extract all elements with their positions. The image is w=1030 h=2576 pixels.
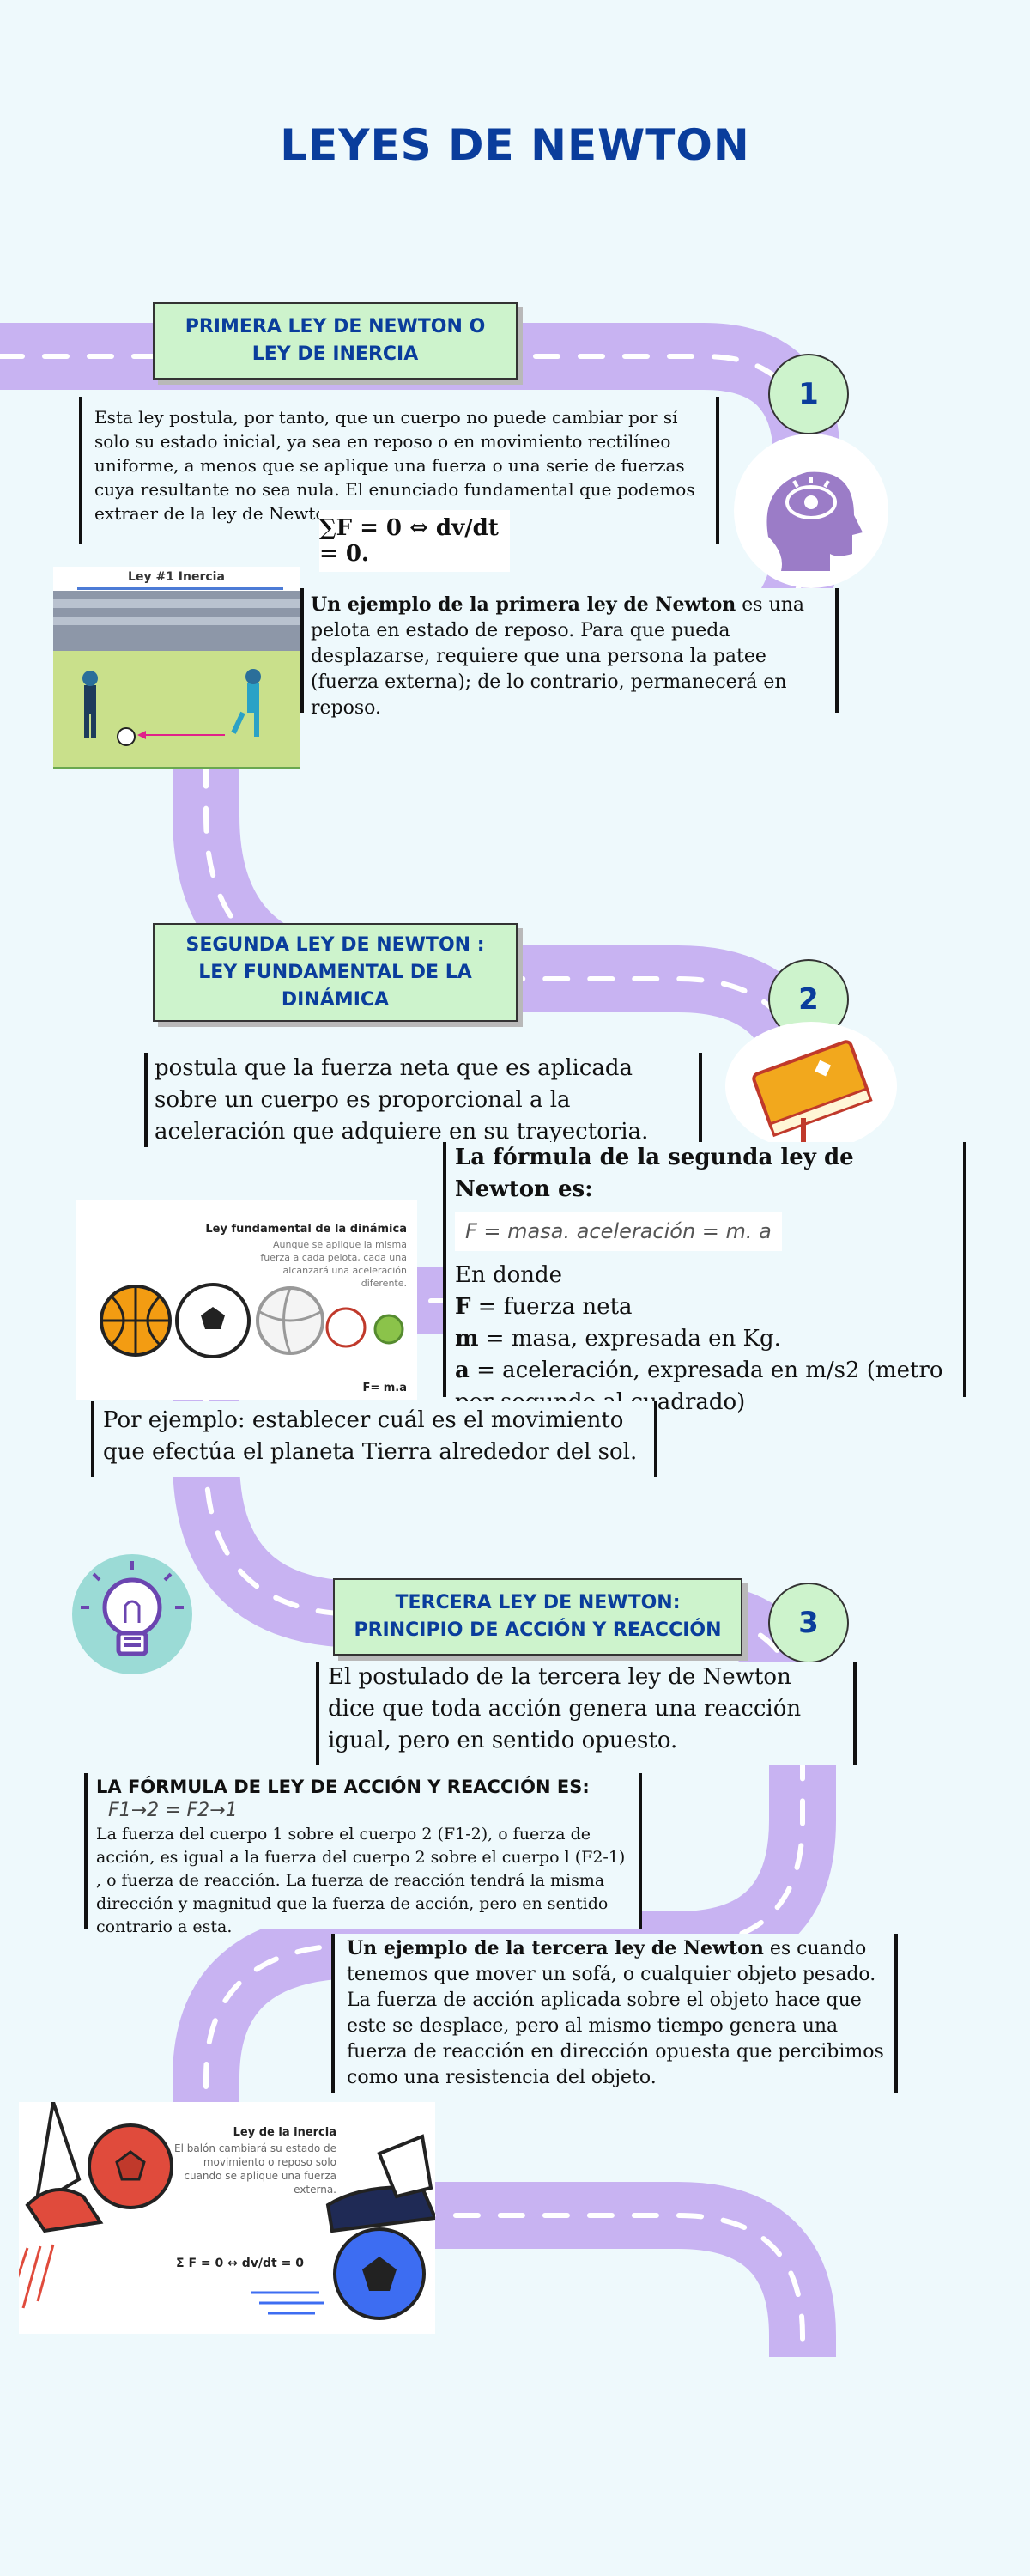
law2-image-formula: F= m.a xyxy=(362,1382,407,1394)
law3-image-title: Ley de la inercia xyxy=(233,2126,336,2139)
law3-image-formula: Σ F = 0 ↔ dv/dt = 0 xyxy=(176,2257,304,2270)
law3-number-badge: 3 xyxy=(768,1583,849,1663)
law3-image-caption: El balón cambiará su estado de movimient… xyxy=(174,2142,336,2196)
head-brain-icon xyxy=(766,471,863,571)
law2-image-caption: Aunque se aplique la misma fuerza a cada… xyxy=(260,1239,407,1289)
law2-def-f-text: = fuerza neta xyxy=(470,1294,633,1320)
law2-formula: F = masa. aceleración = m. a xyxy=(455,1212,782,1251)
law2-def-f: F = fuerza neta xyxy=(455,1291,954,1323)
law1-example: Un ejemplo de la primera ley de Newton e… xyxy=(300,588,839,719)
law3-image: Ley de la inercia El balón cambiará su e… xyxy=(19,2102,435,2334)
law3-heading: TERCERA LEY DE NEWTON: PRINCIPIO DE ACCI… xyxy=(333,1578,742,1656)
law2-def-m-symbol: m xyxy=(455,1326,479,1352)
law1-icon-circle xyxy=(734,434,888,588)
book-icon xyxy=(752,1040,873,1144)
law2-where: En donde xyxy=(455,1262,563,1288)
law3-description: El postulado de la tercera ley de Newton… xyxy=(316,1662,857,1765)
law1-image: Ley #1 Inercia xyxy=(53,567,300,769)
law3-example: Un ejemplo de la tercera ley de Newton e… xyxy=(331,1934,898,2093)
law1-formula: ∑F = 0 ⇔ dv/dt = 0. xyxy=(319,510,510,572)
law2-formula-heading: La fórmula de la segunda ley de Newton e… xyxy=(455,1145,854,1202)
law2-description: postula que la fuerza neta que es aplica… xyxy=(144,1053,702,1147)
law1-number-badge: 1 xyxy=(768,354,849,434)
kick-ball-illustration xyxy=(19,2102,435,2320)
law3-formula: F1→2 = F2→1 xyxy=(108,1800,238,1821)
law2-def-m: m = masa, expresada en Kg. xyxy=(455,1323,954,1355)
law2-example: Por ejemplo: establecer cuál es el movim… xyxy=(91,1401,657,1477)
law3-example-text: es cuando tenemos que mover un sofá, o c… xyxy=(347,1938,884,2088)
law3-example-bold: Un ejemplo de la tercera ley de Newton xyxy=(347,1937,764,1959)
lightbulb-icon xyxy=(81,1561,184,1656)
law3-formula-text: La fuerza del cuerpo 1 sobre el cuerpo 2… xyxy=(96,1825,626,1936)
law1-image-label: Ley #1 Inercia xyxy=(128,570,225,584)
law3-icon-circle xyxy=(72,1554,192,1674)
law2-icon-circle xyxy=(725,1022,897,1151)
law3-formula-section: LA FÓRMULA DE LEY DE ACCIÓN Y REACCIÓN E… xyxy=(84,1773,642,1936)
law2-image: Ley fundamental de la dinámica Aunque se… xyxy=(76,1200,417,1400)
law2-def-f-symbol: F xyxy=(455,1294,471,1320)
law2-image-title: Ley fundamental de la dinámica xyxy=(205,1223,407,1236)
law1-example-text: es una pelota en estado de reposo. Para … xyxy=(311,594,805,719)
law2-def-a-symbol: a xyxy=(455,1358,470,1383)
law2-heading: SEGUNDA LEY DE NEWTON : LEY FUNDAMENTAL … xyxy=(153,923,518,1022)
law1-example-bold: Un ejemplo de la primera ley de Newton xyxy=(311,593,736,616)
balls-illustration xyxy=(100,1283,404,1358)
law1-heading: PRIMERA LEY DE NEWTON O LEY DE INERCIA xyxy=(153,302,518,380)
soccer-scene-illustration xyxy=(53,591,300,769)
page-title: LEYES DE NEWTON xyxy=(280,120,750,170)
law3-formula-heading: LA FÓRMULA DE LEY DE ACCIÓN Y REACCIÓN E… xyxy=(96,1777,590,1797)
law2-def-m-text: = masa, expresada en Kg. xyxy=(478,1326,781,1352)
law2-formula-section: La fórmula de la segunda ley de Newton e… xyxy=(443,1142,966,1415)
